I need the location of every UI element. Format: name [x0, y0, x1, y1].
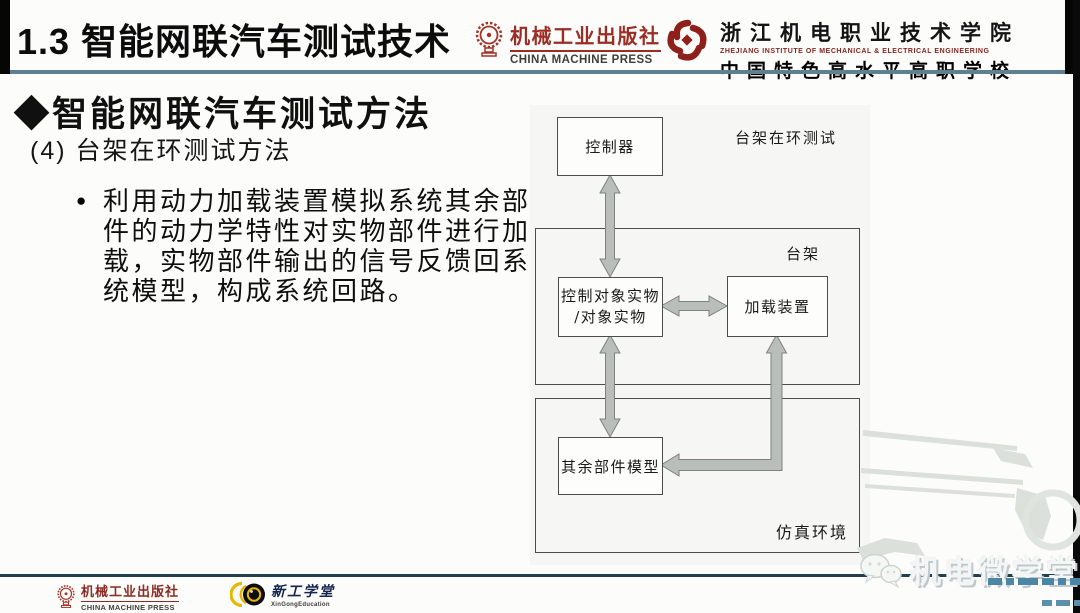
arrow-plant-model	[599, 333, 621, 439]
arrow-loader-model-elbow	[660, 333, 788, 477]
footer-xingong-name-cn: 新工学堂	[271, 583, 335, 599]
bench-group-box	[535, 228, 860, 385]
bullet-item: ● 利用动力加载装置模拟系统其余部 件的动力学特性对实物部件进行加 载，实物部件…	[76, 186, 546, 306]
item-title: (4) 台架在环测试方法	[30, 137, 292, 165]
right-black-edge	[1073, 0, 1080, 613]
xingong-icon	[230, 581, 265, 608]
footer-press-logo: 机械工业出版社 CHINA MACHINE PRESS	[56, 581, 180, 612]
footer-xingong-name-en: XinGongEducation	[271, 602, 330, 608]
node-loading-device: 加载装置	[727, 276, 828, 337]
bench-in-loop-diagram: 控制器 控制对象实物 /对象实物 加载装置 其余部件模型 台架在环测试 台架 仿…	[530, 105, 870, 565]
header-divider	[10, 70, 1065, 74]
car-silhouette-watermark	[857, 430, 1080, 560]
china-machine-press-logo: 机械工业出版社 CHINA MACHINE PRESS	[474, 20, 661, 66]
wechat-icon	[860, 553, 902, 588]
cropped-blue-text-fragment	[988, 578, 1080, 585]
cropped-blue-text-fragment-2	[1042, 600, 1080, 606]
school-name-cn: 浙江机电职业技术学院	[720, 20, 1020, 45]
bullet-marker: ●	[76, 191, 87, 210]
arrow-controller-plant	[599, 173, 621, 279]
node-other-components-model: 其余部件模型	[558, 437, 663, 495]
top-left-black-bar	[0, 0, 10, 74]
footer-press-name-cn: 机械工业出版社	[81, 581, 180, 602]
simulation-group-box	[535, 398, 860, 553]
bench-group-label: 台架	[786, 245, 821, 263]
wechat-brand-watermark: 机电微学堂	[858, 547, 1080, 592]
arrow-plant-loader	[659, 295, 729, 317]
press-name-cn: 机械工业出版社	[510, 20, 661, 52]
simulation-group-label: 仿真环境	[776, 523, 849, 542]
bullet-text: 利用动力加载装置模拟系统其余部 件的动力学特性对实物部件进行加 载，实物部件输出…	[103, 186, 531, 306]
footer-divider	[0, 574, 1073, 577]
diagram-caption: 台架在环测试	[735, 129, 838, 147]
press-name-en: CHINA MACHINE PRESS	[510, 54, 653, 66]
node-controller: 控制器	[557, 117, 663, 176]
school-name-en: ZHEJIANG INSTITUTE OF MECHANICAL & ELECT…	[720, 48, 990, 55]
gear-icon	[57, 584, 75, 608]
section-title: ◆智能网联汽车测试方法	[14, 95, 433, 134]
footer-press-name-en: CHINA MACHINE PRESS	[81, 603, 175, 612]
footer-xingong-logo: 新工学堂 XinGongEducation	[230, 581, 335, 608]
gear-icon	[475, 21, 503, 57]
node-plant: 控制对象实物 /对象实物	[558, 277, 663, 337]
slide-header-title: 1.3 智能网联汽车测试技术	[17, 21, 452, 62]
watermark-brand-text: 机电微学堂	[910, 555, 1080, 590]
knot-emblem-icon	[667, 19, 707, 61]
